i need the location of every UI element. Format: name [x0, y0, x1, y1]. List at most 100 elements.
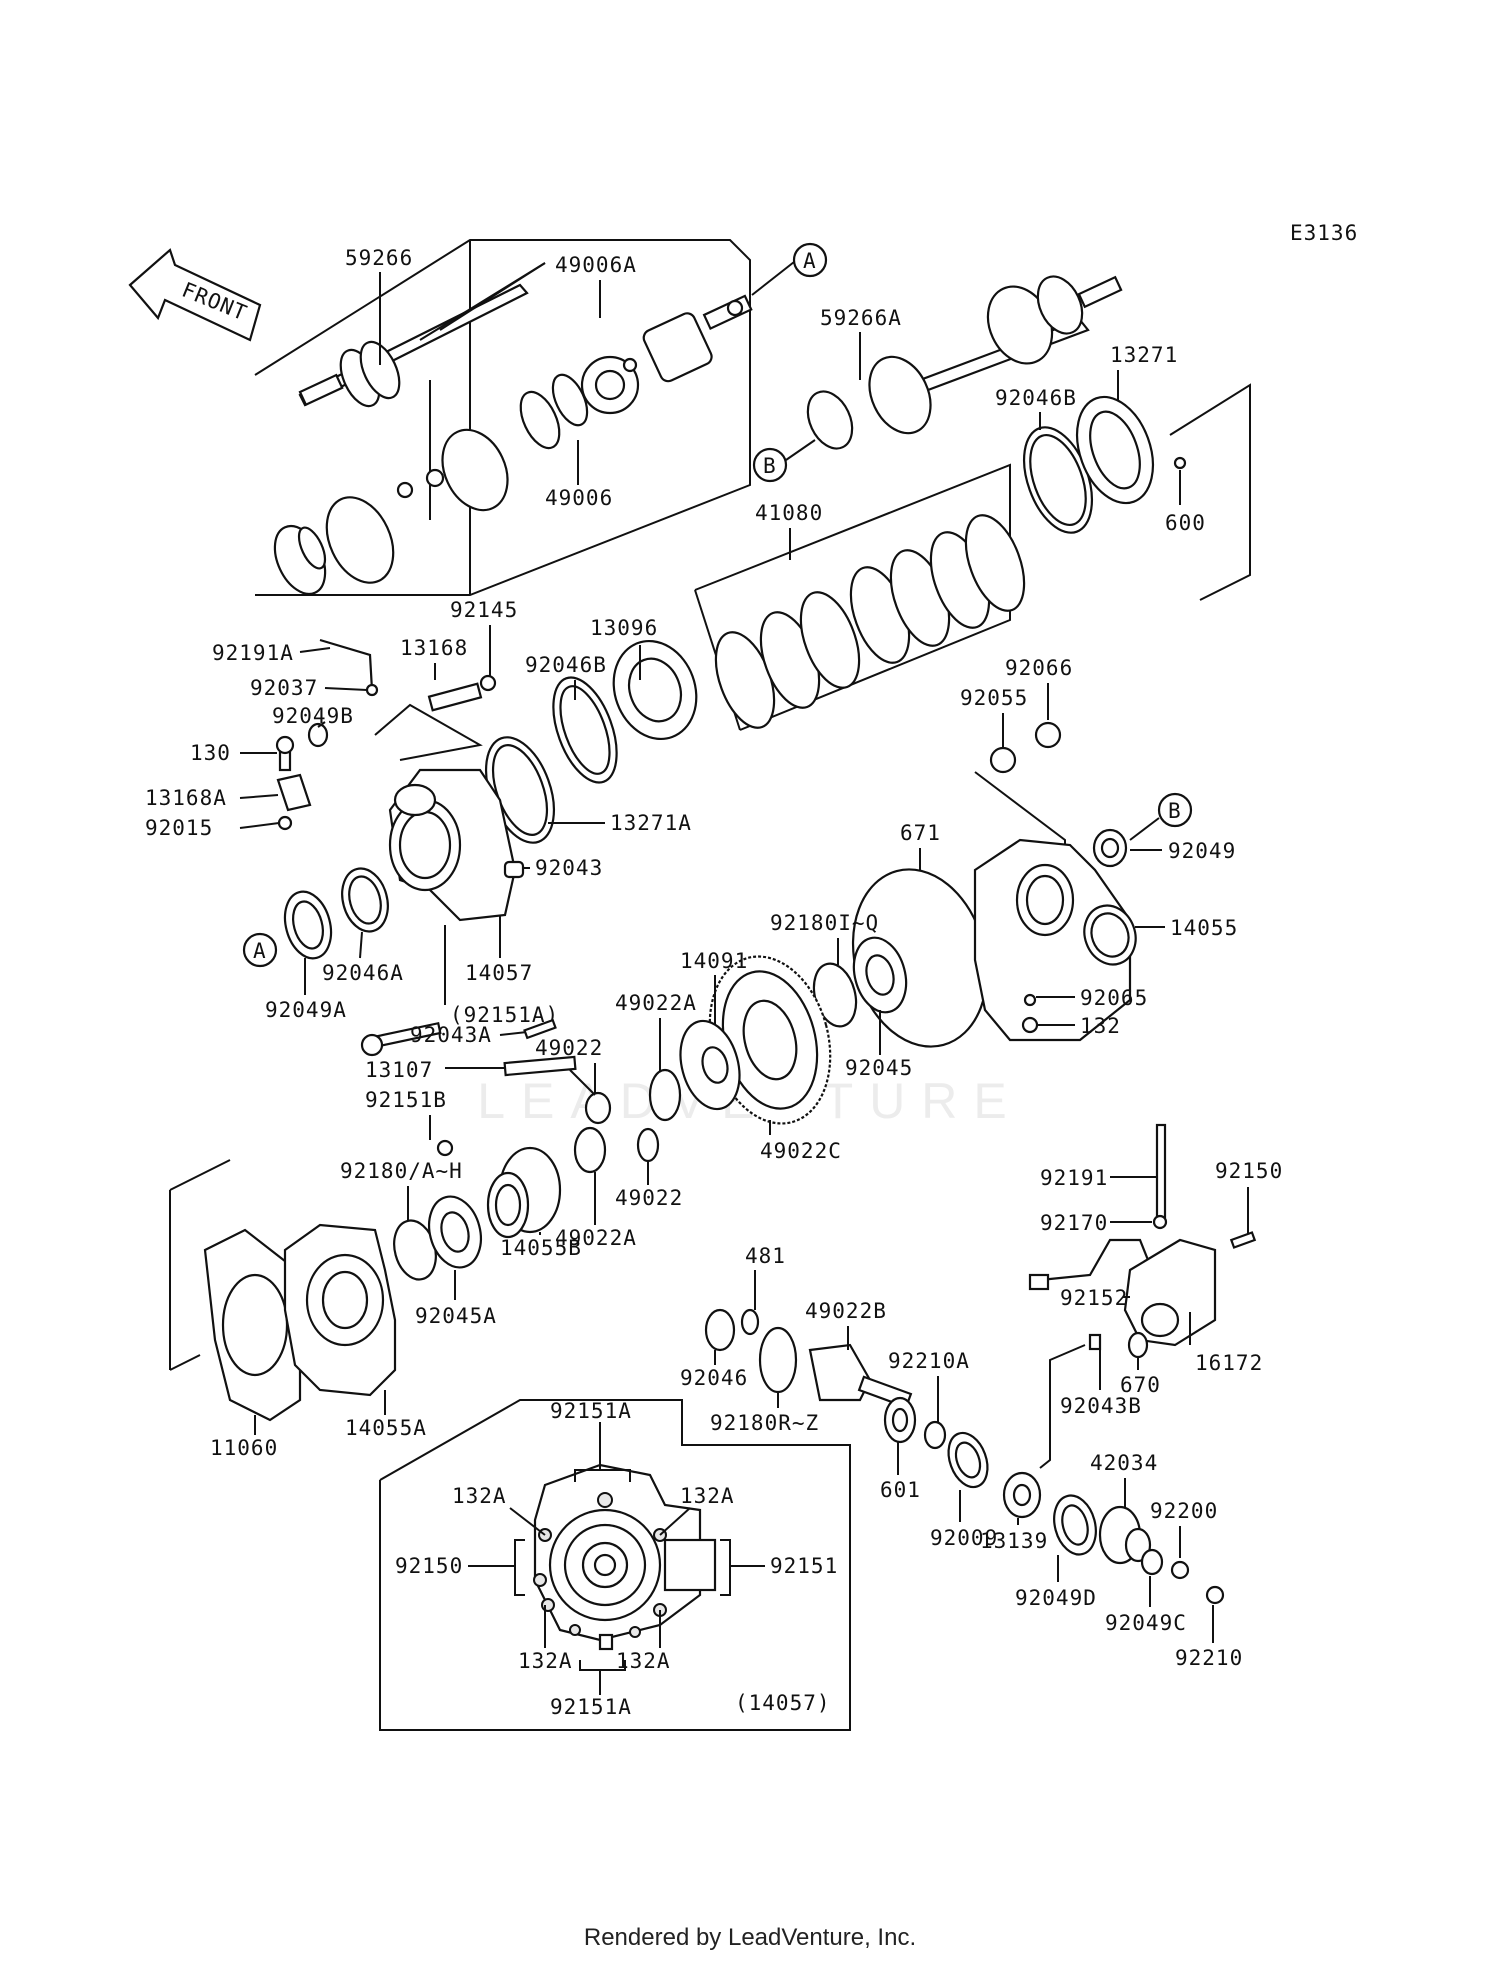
label-13271: 13271 [1110, 343, 1178, 367]
label-92049C: 92049C [1105, 1611, 1187, 1635]
housing-14055A [283, 1223, 397, 1397]
label-92152: 92152 [1060, 1286, 1128, 1310]
label-92046B: 92046B [525, 653, 607, 677]
label-92145: 92145 [450, 598, 518, 622]
callout-a-top: A [751, 242, 828, 296]
label-92150-top: 92150 [1215, 1159, 1283, 1183]
label-14057-paren: (14057) [735, 1691, 831, 1715]
label-92151A-inset-top: 92151A [550, 1399, 632, 1423]
label-14091: 14091 [680, 949, 748, 973]
label-92015: 92015 [145, 816, 213, 840]
clutch-plates-41080 [694, 463, 1026, 731]
label-92043: 92043 [535, 856, 603, 880]
label-14057: 14057 [465, 961, 533, 985]
label-132: 132 [1080, 1014, 1121, 1038]
label-13107: 13107 [365, 1058, 433, 1082]
label-130: 130 [190, 741, 231, 765]
label-600: 600 [1165, 511, 1206, 535]
label-92037: 92037 [250, 676, 318, 700]
small-parts-left [275, 638, 497, 831]
label-49022B: 49022B [805, 1299, 887, 1323]
housing-14055 [973, 838, 1137, 1042]
label-92046B-top: 92046B [995, 386, 1077, 410]
label-14055: 14055 [1170, 916, 1238, 940]
label-92180IQ: 92180I~Q [770, 911, 879, 935]
diagram-code: E3136 [1290, 221, 1358, 245]
diff-case-14091 [679, 1019, 741, 1111]
axle-59266A [806, 275, 1123, 450]
label-13168A: 13168A [145, 786, 227, 810]
bearing-92046A [283, 867, 389, 960]
label-92180AH: 92180/A~H [340, 1159, 463, 1183]
label-92151B: 92151B [365, 1088, 447, 1112]
label-49022-b: 49022 [615, 1186, 683, 1210]
label-92151A-inset-bottom: 92151A [550, 1695, 632, 1719]
callout-b-top: B [752, 439, 816, 483]
label-92049A: 92049A [265, 998, 347, 1022]
label-92049D: 92049D [1015, 1586, 1097, 1610]
callout-a-left: A [242, 932, 278, 968]
label-92049: 92049 [1168, 839, 1236, 863]
label-49006: 49006 [545, 486, 613, 510]
label-92151-inset: 92151 [770, 1554, 838, 1578]
label-481: 481 [745, 1244, 786, 1268]
label-49006A: 49006A [555, 253, 637, 277]
label-671: 671 [900, 821, 941, 845]
axle-group-59266 [254, 239, 753, 596]
label-92066: 92066 [1005, 656, 1073, 680]
label-92009: 92009 [930, 1526, 998, 1550]
label-14055A: 14055A [345, 1416, 427, 1440]
label-92049B: 92049B [272, 704, 354, 728]
footer-credit: Rendered by LeadVenture, Inc. [583, 1924, 917, 1951]
label-92046: 92046 [680, 1366, 748, 1390]
label-601: 601 [880, 1478, 921, 1502]
label-670: 670 [1120, 1373, 1161, 1397]
svg-text:B: B [1168, 799, 1182, 823]
label-92046A: 92046A [322, 961, 404, 985]
label-132A-top-right: 132A [680, 1484, 735, 1508]
label-92043B: 92043B [1060, 1394, 1142, 1418]
label-92043A: 92043A [410, 1023, 492, 1047]
label-92151A-paren: (92151A) [450, 1003, 559, 1027]
label-59266: 59266 [345, 246, 413, 270]
label-59266A: 59266A [820, 306, 902, 330]
label-42034: 42034 [1090, 1451, 1158, 1475]
label-92045A: 92045A [415, 1304, 497, 1328]
label-92191A: 92191A [212, 641, 294, 665]
label-92055: 92055 [960, 686, 1028, 710]
label-41080: 41080 [755, 501, 823, 525]
label-92210A: 92210A [888, 1349, 970, 1373]
label-132A-bottom-left: 132A [518, 1649, 573, 1673]
inset-14057 [379, 1399, 851, 1731]
label-132A-bottom-right: 132A [616, 1649, 671, 1673]
label-49022A-a: 49022A [615, 991, 697, 1015]
label-13096: 13096 [590, 616, 658, 640]
label-11060: 11060 [210, 1436, 278, 1460]
label-92150-inset: 92150 [395, 1554, 463, 1578]
svg-text:A: A [253, 939, 267, 963]
label-49022-a: 49022 [535, 1036, 603, 1060]
ring-group-13271 [1023, 383, 1251, 601]
svg-text:B: B [763, 454, 777, 478]
gasket-11060 [203, 1228, 302, 1422]
svg-text:A: A [803, 249, 817, 273]
callout-b-right: B [1129, 792, 1193, 841]
label-92191: 92191 [1040, 1166, 1108, 1190]
label-132A-top-left: 132A [452, 1484, 507, 1508]
label-92210: 92210 [1175, 1646, 1243, 1670]
label-49022A-b: 49022A [555, 1226, 637, 1250]
label-16172: 16172 [1195, 1351, 1263, 1375]
label-13271A: 13271A [610, 811, 692, 835]
label-14055B: 14055B [500, 1236, 582, 1260]
coupling-42034 [1098, 1505, 1152, 1565]
label-13139: 13139 [980, 1529, 1048, 1553]
label-49022C: 49022C [760, 1139, 842, 1163]
label-92170: 92170 [1040, 1211, 1108, 1235]
label-92200: 92200 [1150, 1499, 1218, 1523]
label-13168: 13168 [400, 636, 468, 660]
housing-14057 [374, 703, 517, 1005]
label-92065: 92065 [1080, 986, 1148, 1010]
hub-14055B [486, 1146, 562, 1239]
label-92045: 92045 [845, 1056, 913, 1080]
